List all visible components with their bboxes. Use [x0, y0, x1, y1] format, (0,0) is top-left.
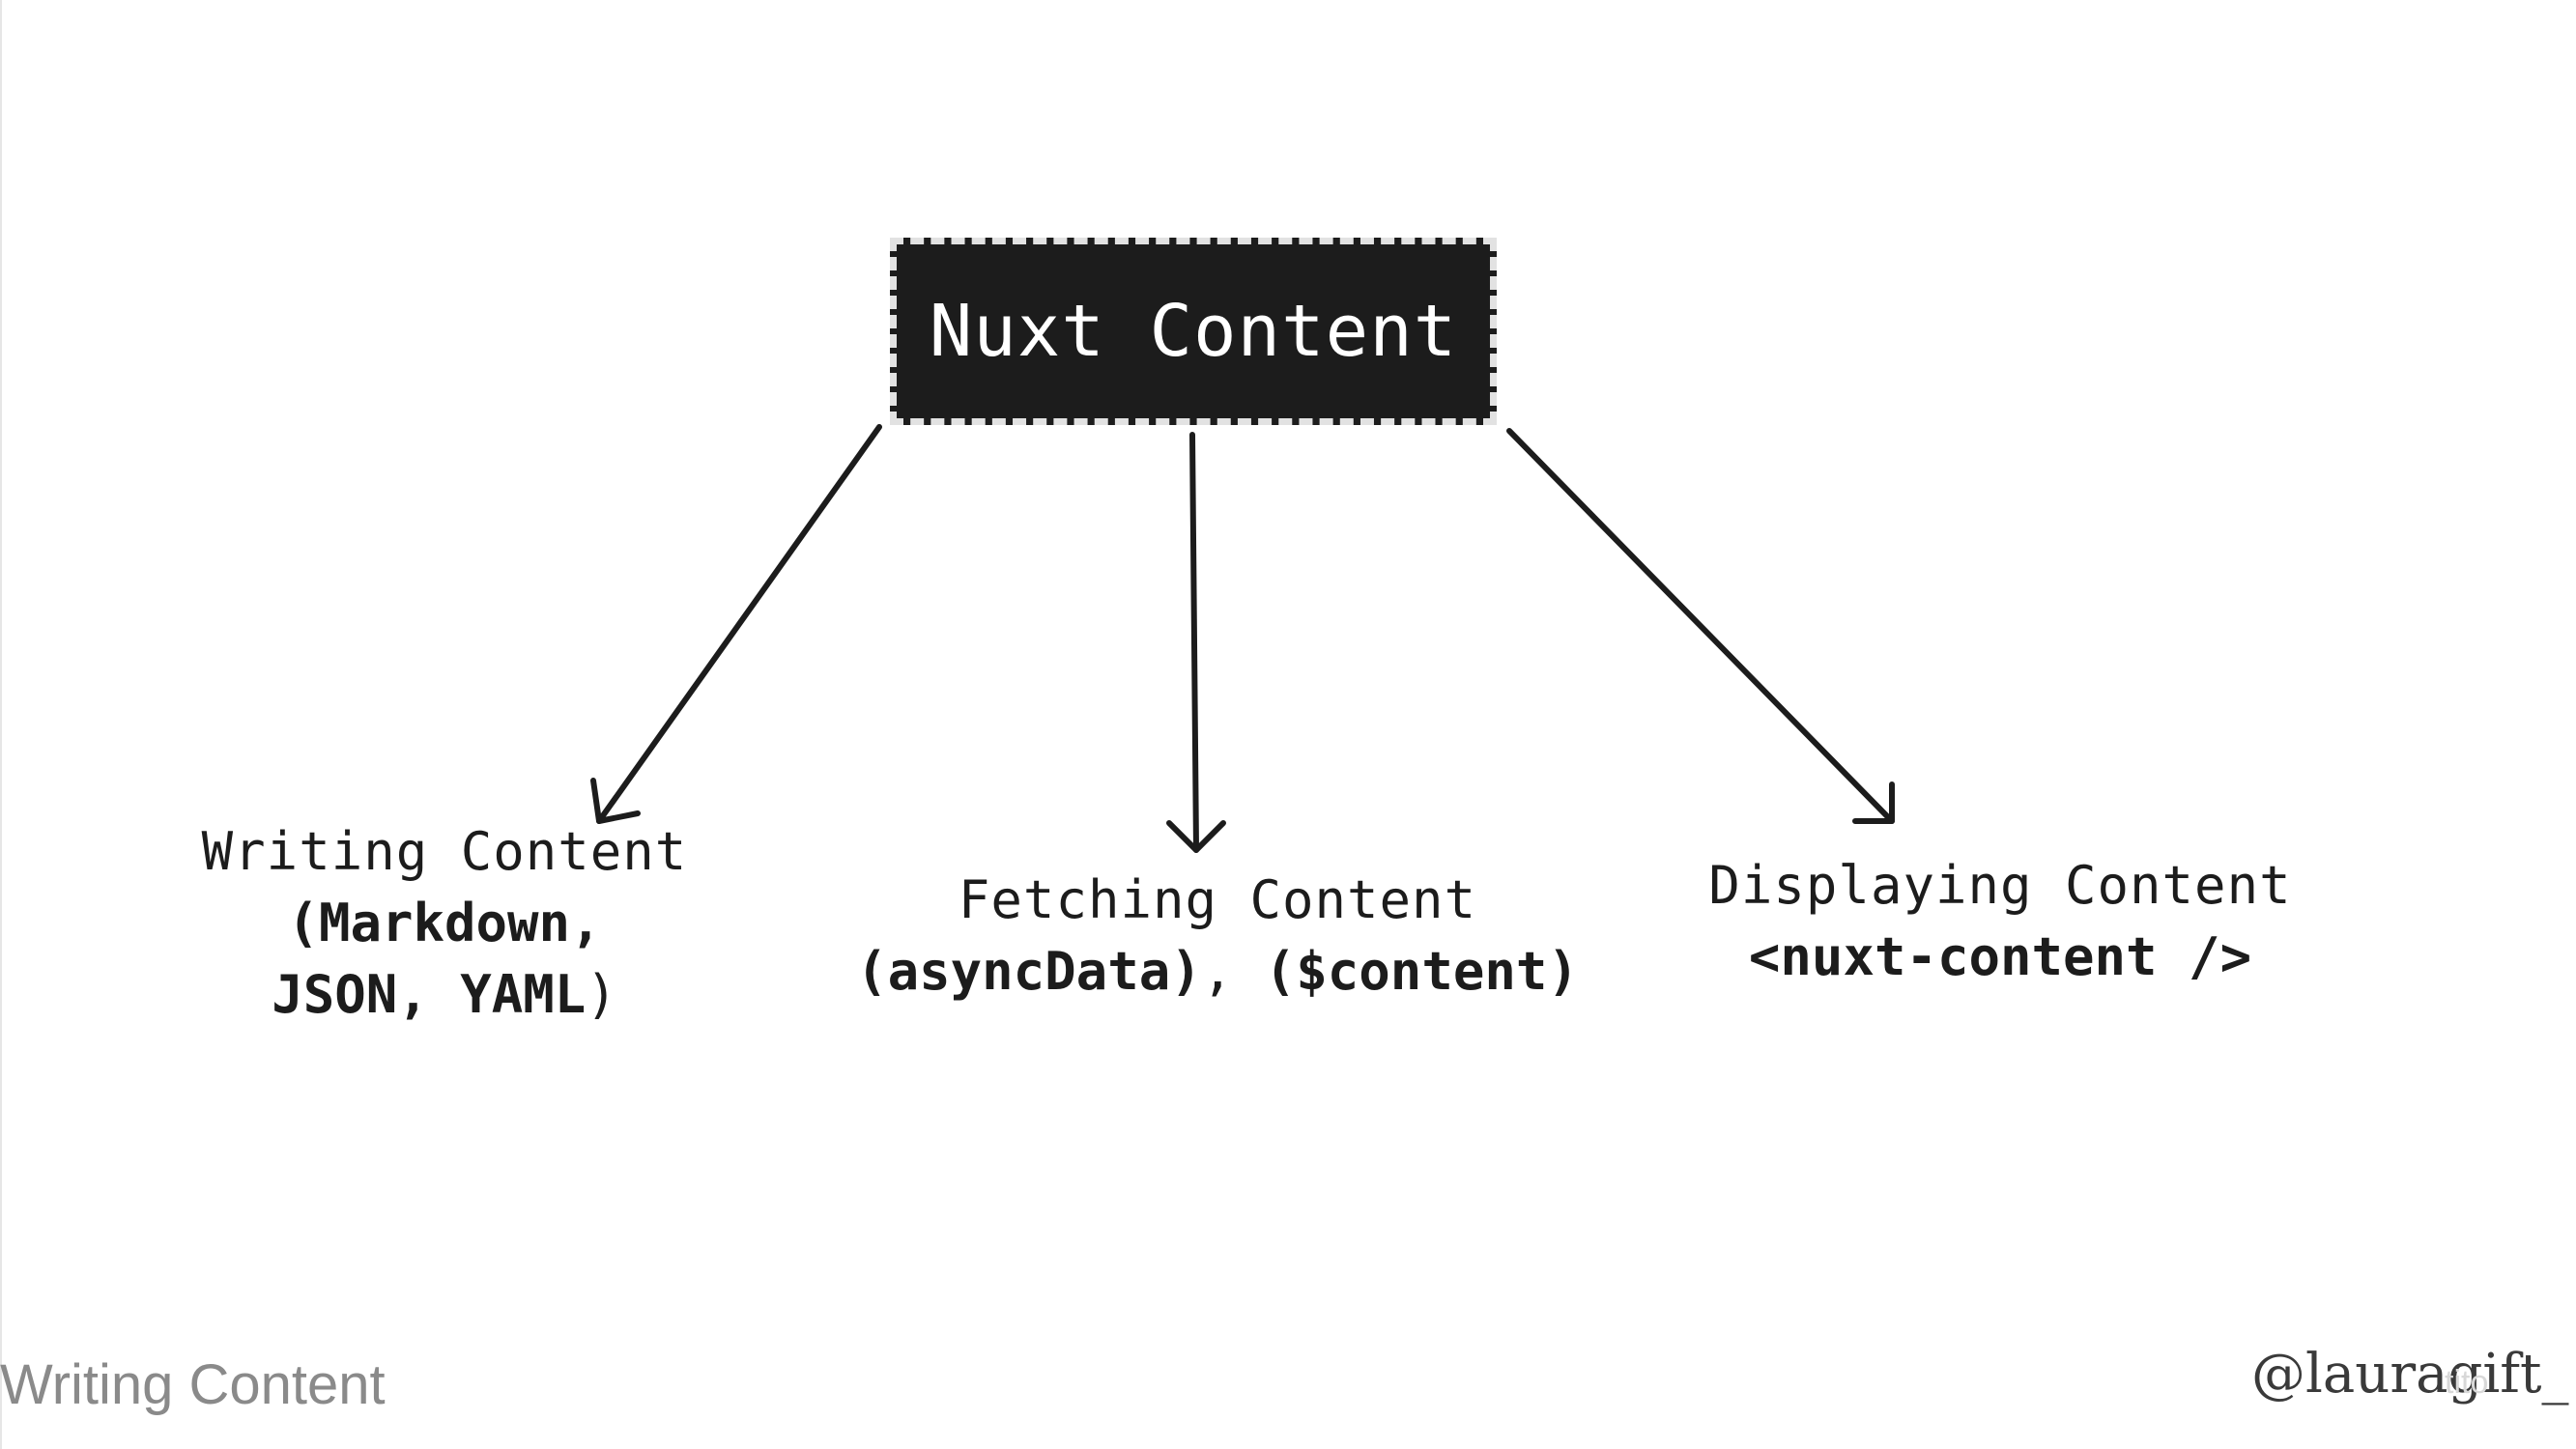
- branch-displaying-content: Displaying Content <nuxt-content />: [1681, 850, 2319, 993]
- branch-title: Fetching Content: [958, 869, 1477, 930]
- branch-detail-line2: JSON, YAML: [272, 964, 587, 1025]
- watermark-logo: tito: [2445, 1364, 2489, 1401]
- branch-detail-part1: (asyncData): [856, 941, 1202, 1002]
- author-handle: @lauragift_: [2251, 1343, 2569, 1406]
- branch-detail-line2-end: ): [586, 964, 617, 1025]
- branch-detail-part2: ($content): [1264, 941, 1579, 1002]
- branch-detail-line1: (Markdown,: [287, 893, 602, 953]
- root-node-label: Nuxt Content: [929, 290, 1458, 373]
- left-edge-rule: [0, 0, 2, 1449]
- branch-detail: <nuxt-content />: [1748, 926, 2252, 987]
- branch-writing-content: Writing Content (Markdown, JSON, YAML): [184, 816, 705, 1031]
- arrow-to-fetching: [1166, 432, 1226, 853]
- branch-fetching-content: Fetching Content (asyncData), ($content): [831, 865, 1604, 1008]
- arrow-to-displaying: [1506, 428, 1895, 824]
- branch-title: Displaying Content: [1708, 855, 2292, 916]
- root-node: Nuxt Content: [890, 238, 1497, 425]
- branch-detail-separator: ,: [1201, 941, 1265, 1002]
- arrow-to-writing: [590, 424, 882, 824]
- branch-title: Writing Content: [201, 821, 688, 882]
- footer-section-title: Writing Content: [0, 1353, 386, 1416]
